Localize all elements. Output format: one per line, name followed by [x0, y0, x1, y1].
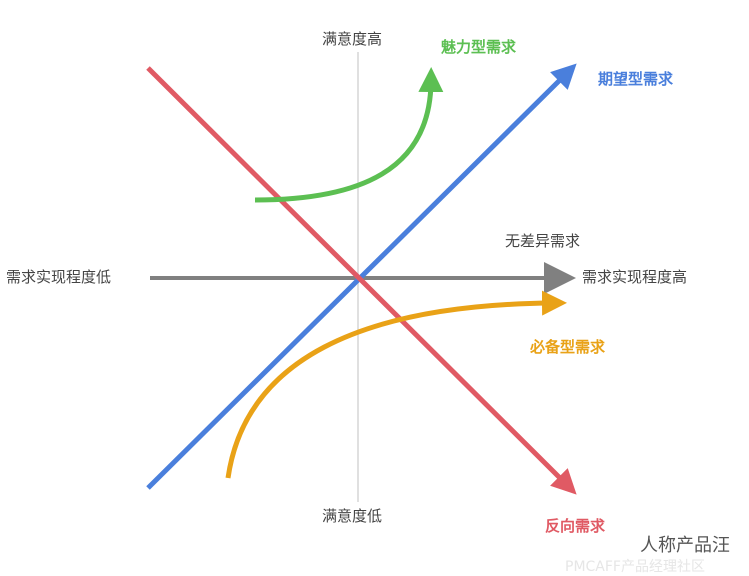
y-axis-low-label: 满意度低	[322, 507, 383, 525]
must-be-curve	[225, 290, 567, 479]
must-be-label: 必备型需求	[530, 338, 606, 356]
indifferent-label: 无差异需求	[505, 232, 581, 250]
watermark-community: PMCAFF产品经理社区	[565, 559, 705, 575]
x-axis-high-label: 需求实现程度高	[582, 268, 688, 286]
reverse-line	[146, 66, 577, 495]
performance-label: 期望型需求	[598, 70, 674, 88]
watermark-author: 人称产品汪	[640, 535, 730, 556]
reverse-label: 反向需求	[545, 517, 606, 535]
attractive-curve	[254, 67, 444, 203]
y-axis-high-label: 满意度高	[322, 30, 383, 48]
attractive-label: 魅力型需求	[441, 38, 517, 56]
performance-line	[146, 63, 577, 490]
x-axis-low-label: 需求实现程度低	[6, 268, 112, 286]
